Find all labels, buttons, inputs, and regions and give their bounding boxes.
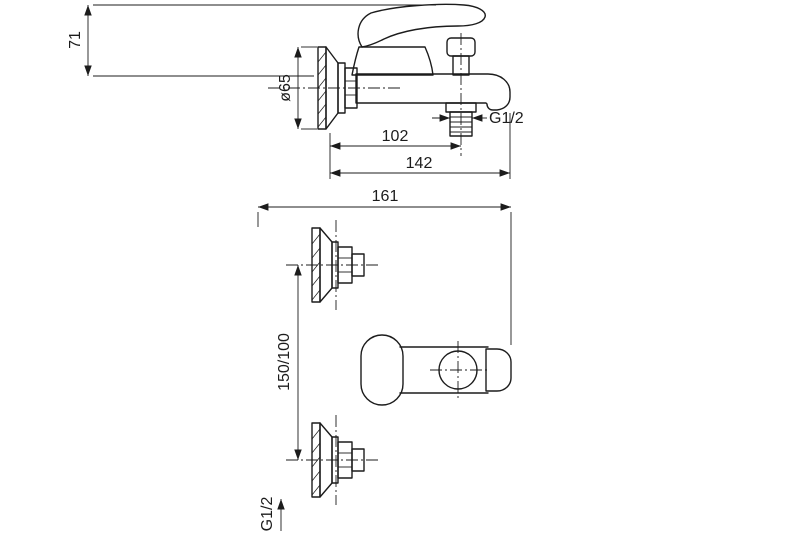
wall-connection-top <box>286 220 380 310</box>
side-view-dimensions: 71 ø65 102 142 G1/2 <box>67 4 524 179</box>
hatch-line <box>317 64 327 76</box>
connection-thread-label: G1/2 <box>259 497 276 532</box>
dim-142-label: 142 <box>406 155 433 172</box>
body-capsule <box>360 334 404 406</box>
hatch-line <box>311 233 321 245</box>
side-view <box>317 3 511 137</box>
dim-diameter65-label: ø65 <box>277 74 294 102</box>
dim-71-label: 71 <box>67 31 84 49</box>
hatch-line <box>317 103 327 115</box>
lever-handle <box>357 3 486 48</box>
hatch-line <box>311 484 321 496</box>
dim-150-100-label: 150/100 <box>276 333 293 391</box>
spout-end <box>485 348 512 392</box>
wall-connection-bottom <box>286 415 380 505</box>
hatch-line <box>311 275 321 287</box>
faucet-body-spout <box>355 73 511 111</box>
hatch-line <box>317 77 327 89</box>
dim-102-label: 102 <box>382 128 409 145</box>
escutcheon-hatch <box>317 51 327 128</box>
hatch-line <box>317 116 327 128</box>
front-view <box>286 220 512 505</box>
hatch-line <box>311 261 321 273</box>
front-view-dimensions: 161 150/100 G1/2 <box>257 188 512 532</box>
hatch-line <box>317 90 327 102</box>
hatch-line <box>311 247 321 259</box>
side-view-centerlines <box>268 33 462 156</box>
hatch-line <box>311 442 321 454</box>
hatch-line <box>317 51 327 63</box>
outlet-thread-label: G1/2 <box>489 110 524 127</box>
dim-161-label: 161 <box>372 188 399 205</box>
hatch-line <box>311 470 321 482</box>
hatch-line <box>311 428 321 440</box>
hatch-line <box>311 456 321 468</box>
cartridge-dome <box>351 46 434 76</box>
hatch-line <box>311 289 321 301</box>
